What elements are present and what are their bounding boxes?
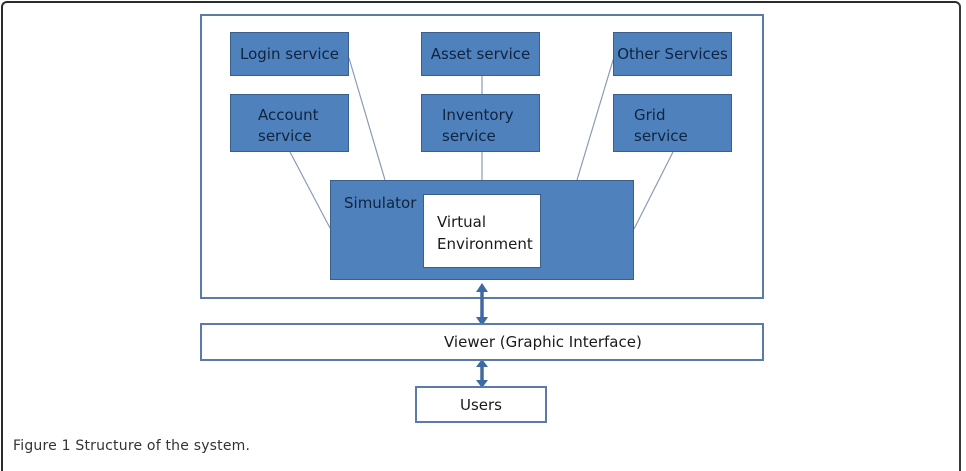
virtual-environment-label-line2: Environment xyxy=(437,235,533,253)
other-services-label: Other Services xyxy=(617,44,728,63)
virtual-environment-node: Virtual Environment xyxy=(423,194,541,268)
inventory-service-node: Inventory service xyxy=(421,94,540,152)
login-service-label: Login service xyxy=(240,44,339,63)
viewer-node: Viewer (Graphic Interface) xyxy=(200,323,764,361)
inventory-service-label-line1: Inventory xyxy=(442,106,514,124)
grid-service-label-line2: service xyxy=(634,127,688,145)
grid-service-node: Grid service xyxy=(613,94,732,152)
users-label: Users xyxy=(459,395,502,414)
asset-service-label: Asset service xyxy=(430,44,531,63)
grid-service-label-line1: Grid xyxy=(634,106,666,124)
account-service-label-line2: service xyxy=(258,127,312,145)
other-services-node: Other Services xyxy=(613,32,732,76)
asset-service-node: Asset service xyxy=(421,32,540,76)
figure-caption: Figure 1 Structure of the system. xyxy=(13,438,251,454)
login-service-node: Login service xyxy=(230,32,349,76)
viewer-label: Viewer (Graphic Interface) xyxy=(444,333,642,351)
simulator-node: Simulator Virtual Environment xyxy=(330,180,634,280)
simulator-label: Simulator xyxy=(344,194,417,212)
virtual-environment-label-line1: Virtual xyxy=(437,213,487,231)
account-service-label-line1: Account xyxy=(258,106,319,124)
account-service-node: Account service xyxy=(230,94,349,152)
users-node: Users xyxy=(415,386,547,423)
inventory-service-label-line2: service xyxy=(442,127,496,145)
